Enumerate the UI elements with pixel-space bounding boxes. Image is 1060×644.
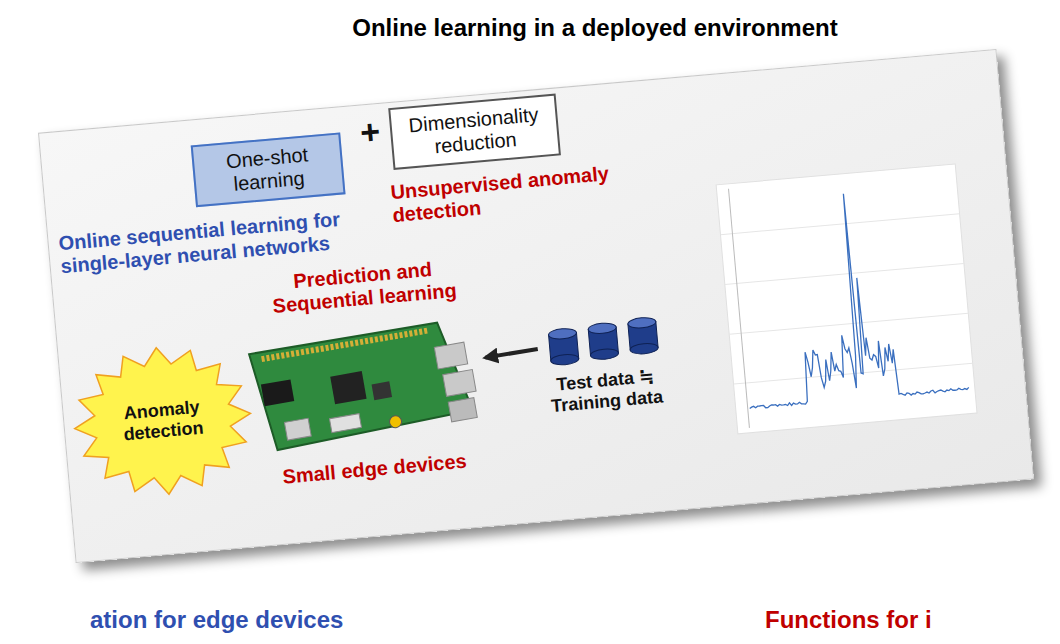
node-text: One-shot learning xyxy=(203,141,333,198)
burst-callout: Anomaly detection xyxy=(66,338,258,503)
annotation-text: ation for edge devices xyxy=(90,606,470,634)
annotation-text: Unsupervised anomaly detection xyxy=(390,160,633,227)
annotation-text: Test data ≒ Training data xyxy=(532,364,680,418)
slide-title: Online learning in a deployed environmen… xyxy=(150,14,1040,42)
data-cylinders xyxy=(548,317,659,366)
node-text: Dimensionality reduction xyxy=(401,103,548,161)
burst-outline xyxy=(68,340,257,502)
annotation-text: Functions for i xyxy=(765,606,1055,634)
process-box: Dimensionality reduction xyxy=(388,93,561,169)
data-arrow xyxy=(485,349,538,358)
anomaly-score-plot xyxy=(716,164,977,434)
edge-device-picture xyxy=(248,320,480,452)
annotation-text: Prediction and Sequential learning xyxy=(257,255,470,319)
plus-sign: + xyxy=(351,111,390,153)
process-box: One-shot learning xyxy=(191,132,346,207)
tilted-panel: One-shot learning Dimensionality reductio… xyxy=(38,49,1034,563)
annotation-text: Small edge devices xyxy=(254,447,495,491)
